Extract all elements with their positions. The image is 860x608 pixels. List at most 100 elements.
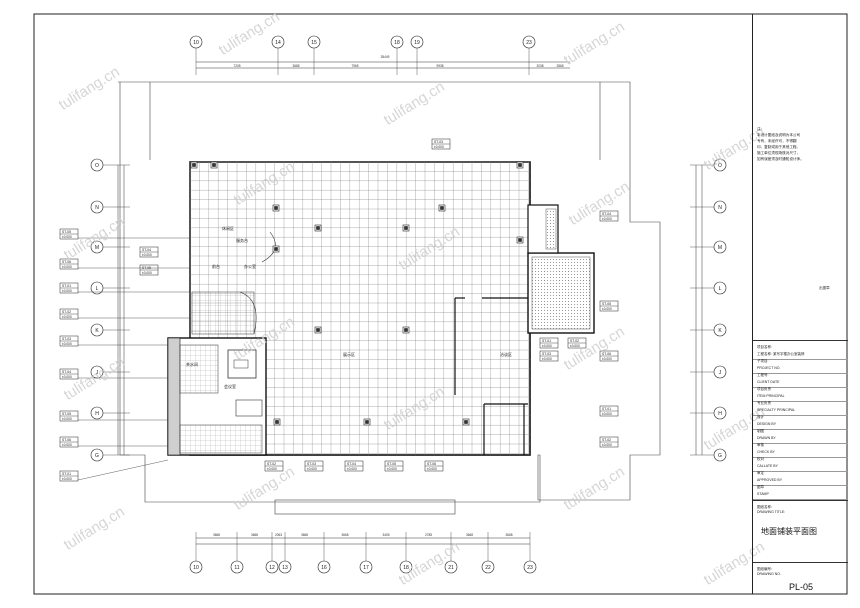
- titleblock-field: 工程号:: [757, 373, 769, 377]
- titleblock-field: APPROVED BY: [757, 478, 783, 482]
- titleblock-field: ITEM PRINCIPAL: [757, 394, 785, 398]
- sign-label: 出图章: [819, 286, 830, 290]
- titleblock-field: CHECK BY: [757, 450, 775, 454]
- drawing-title-block: 图纸名称： DRAWING TITLE:: [753, 500, 848, 562]
- tag-code: ST-04: [347, 462, 356, 466]
- left-axis-bubble: G: [90, 448, 104, 462]
- axis-label: L: [719, 286, 722, 292]
- top-axis-bubble: 14: [271, 35, 285, 49]
- axis-label: 23: [527, 565, 533, 571]
- right-axis-bubble: H: [713, 406, 727, 420]
- tag-elevation: ±0.000: [542, 357, 552, 361]
- tag-elevation: ±0.000: [62, 477, 72, 481]
- material-tags: ST-05±0.000ST-06±0.000ST-01±0.000ST-02±0…: [59, 138, 619, 482]
- bottom-axis-bubble: 16: [317, 560, 331, 574]
- axis-label: 18: [394, 40, 400, 46]
- top-axis-bubble: 15: [307, 35, 321, 49]
- material-tag: ST-03±0.000: [431, 138, 451, 150]
- tag-code: ST-05: [602, 302, 611, 306]
- right-axis-bubble: G: [713, 448, 727, 462]
- tag-code: ST-05: [62, 230, 71, 234]
- axis-label: 18: [403, 565, 409, 571]
- axis-label: 21: [448, 565, 454, 571]
- material-tag: ST-01±0.000: [539, 337, 559, 349]
- lower-left-rooms: [167, 231, 276, 456]
- tag-code: ST-06: [62, 260, 71, 264]
- material-tag: ST-03±0.000: [59, 335, 79, 347]
- drawing-no-label: 图纸编号：: [757, 567, 775, 571]
- tag-code: ST-02: [570, 339, 579, 343]
- dim-label: 2868: [556, 64, 563, 68]
- material-tag: ST-06±0.000: [599, 350, 619, 362]
- axis-label: 17: [363, 565, 369, 571]
- material-tag: ST-02±0.000: [599, 436, 619, 448]
- tag-code: ST-05: [387, 462, 396, 466]
- tag-elevation: ±0.000: [62, 235, 72, 239]
- titleblock-field: STAMP: [757, 492, 769, 496]
- top-total-dim: 35449: [381, 55, 390, 59]
- left-axis-bubble: H: [90, 406, 104, 420]
- material-tag: ST-06±0.000: [59, 258, 79, 270]
- titleblock-divider: [753, 485, 848, 486]
- dim-label: 7205: [233, 64, 240, 68]
- dim-label: 2063: [275, 533, 282, 537]
- axis-label: 13: [282, 565, 288, 571]
- tag-elevation: ±0.000: [347, 467, 357, 471]
- titleblock-field: 项目名称:: [757, 345, 772, 349]
- material-tag: ST-05±0.000: [599, 300, 619, 312]
- title-block: 注： 本设计图纸及说明为本公司 专有，未经许可，不得翻 印、复制或用于其他工程。…: [752, 14, 848, 594]
- axis-label: 19: [414, 40, 420, 46]
- dim-label: 2785: [425, 533, 432, 537]
- room-label: 休闲区: [222, 225, 234, 231]
- material-tag: ST-05±0.000: [139, 264, 159, 276]
- dim-label: 2038: [536, 64, 543, 68]
- titleblock-divider: [753, 387, 848, 388]
- titleblock-divider: [753, 499, 848, 500]
- top-axis-bubble: 10: [189, 35, 203, 49]
- tag-code: ST-02: [602, 438, 611, 442]
- tag-code: ST-02: [267, 462, 276, 466]
- tag-elevation: ±0.000: [602, 307, 612, 311]
- axis-label: 14: [275, 40, 281, 46]
- bottom-axis-bubble: 17: [359, 560, 373, 574]
- room-label: 茶水间: [186, 361, 198, 367]
- bottom-axis-bubble: 23: [523, 560, 537, 574]
- material-tag: ST-01±0.000: [59, 470, 79, 482]
- titleblock-divider: [753, 359, 848, 360]
- titleblock-field: 校对: [757, 457, 764, 461]
- top-axis-bubble: 19: [410, 35, 424, 49]
- note-line: 印、复制或用于其他工程。: [757, 145, 801, 149]
- note-line: 本设计图纸及说明为本公司: [757, 133, 801, 137]
- material-tag: ST-04±0.000: [139, 246, 159, 258]
- top-axis-bubble: 18: [390, 35, 404, 49]
- tag-elevation: ±0.000: [570, 344, 580, 348]
- axis-label: 16: [321, 565, 327, 571]
- tag-elevation: ±0.000: [142, 271, 152, 275]
- material-tag: ST-05±0.000: [59, 410, 79, 422]
- material-tag: ST-03±0.000: [304, 460, 324, 472]
- titleblock-divider: [753, 471, 848, 472]
- tag-code: ST-03: [434, 140, 443, 144]
- titleblock-field: 子项目:: [757, 359, 769, 363]
- bottom-axis-bubble: 22: [481, 560, 495, 574]
- room-label: 前台: [212, 263, 220, 269]
- tag-elevation: ±0.000: [434, 145, 444, 149]
- note-line: 专有，未经许可，不得翻: [757, 139, 797, 143]
- titleblock-field: DRAWN BY: [757, 436, 776, 440]
- axis-label: 10: [193, 565, 199, 571]
- drawing-title-sub: DRAWING TITLE:: [757, 510, 786, 514]
- room-label: 洽谈区: [500, 351, 512, 357]
- tag-code: ST-02: [62, 310, 71, 314]
- tag-elevation: ±0.000: [62, 315, 72, 319]
- material-tag: ST-05±0.000: [384, 460, 404, 472]
- titleblock-divider: [753, 415, 848, 416]
- axis-label: M: [95, 245, 99, 251]
- note-line: 施工单位须现场核对尺寸，: [757, 151, 801, 155]
- tag-code: ST-01: [542, 339, 551, 343]
- note-line: 注：: [757, 127, 765, 131]
